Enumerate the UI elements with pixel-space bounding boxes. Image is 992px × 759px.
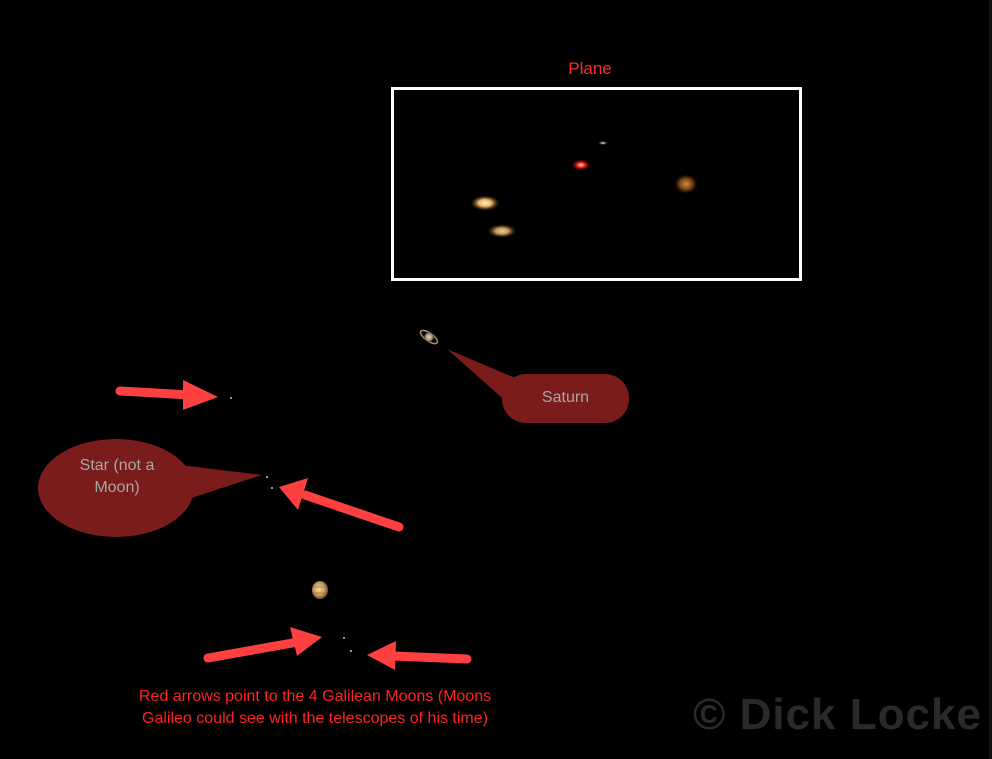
star-callout-bubble [38, 439, 194, 537]
saturn-label: Saturn [541, 389, 590, 406]
caption-line-1: Red arrows point to the 4 Galilean Moons… [138, 688, 492, 705]
plane-lights [470, 141, 698, 238]
moon-dot-2 [271, 487, 273, 489]
caption: Red arrows point to the 4 Galilean Moons… [100, 686, 530, 730]
arrow-moon-1 [115, 380, 218, 410]
right-edge-strip [989, 0, 992, 759]
star-callout-tail [180, 465, 262, 500]
jupiter-planet [312, 581, 328, 599]
saturn-planet [419, 329, 439, 345]
star-label: Star (not a Moon) [79, 457, 155, 496]
copyright-watermark: © Dick Locke [693, 690, 982, 739]
arrow-moon-3 [203, 627, 322, 663]
moon-dot-3 [343, 637, 345, 639]
caption-line-2: Galileo could see with the telescopes of… [142, 710, 488, 727]
star-dot [266, 476, 268, 478]
plane-inset-frame [391, 87, 802, 281]
plane-label: Plane [568, 59, 612, 78]
saturn-callout-bubble-body [502, 374, 629, 423]
saturn-callout-bubble [447, 349, 520, 405]
arrow-moon-4 [367, 641, 472, 670]
moon-dot-4 [350, 650, 352, 652]
moon-dot-1 [230, 397, 232, 399]
arrow-moon-2 [279, 478, 404, 532]
